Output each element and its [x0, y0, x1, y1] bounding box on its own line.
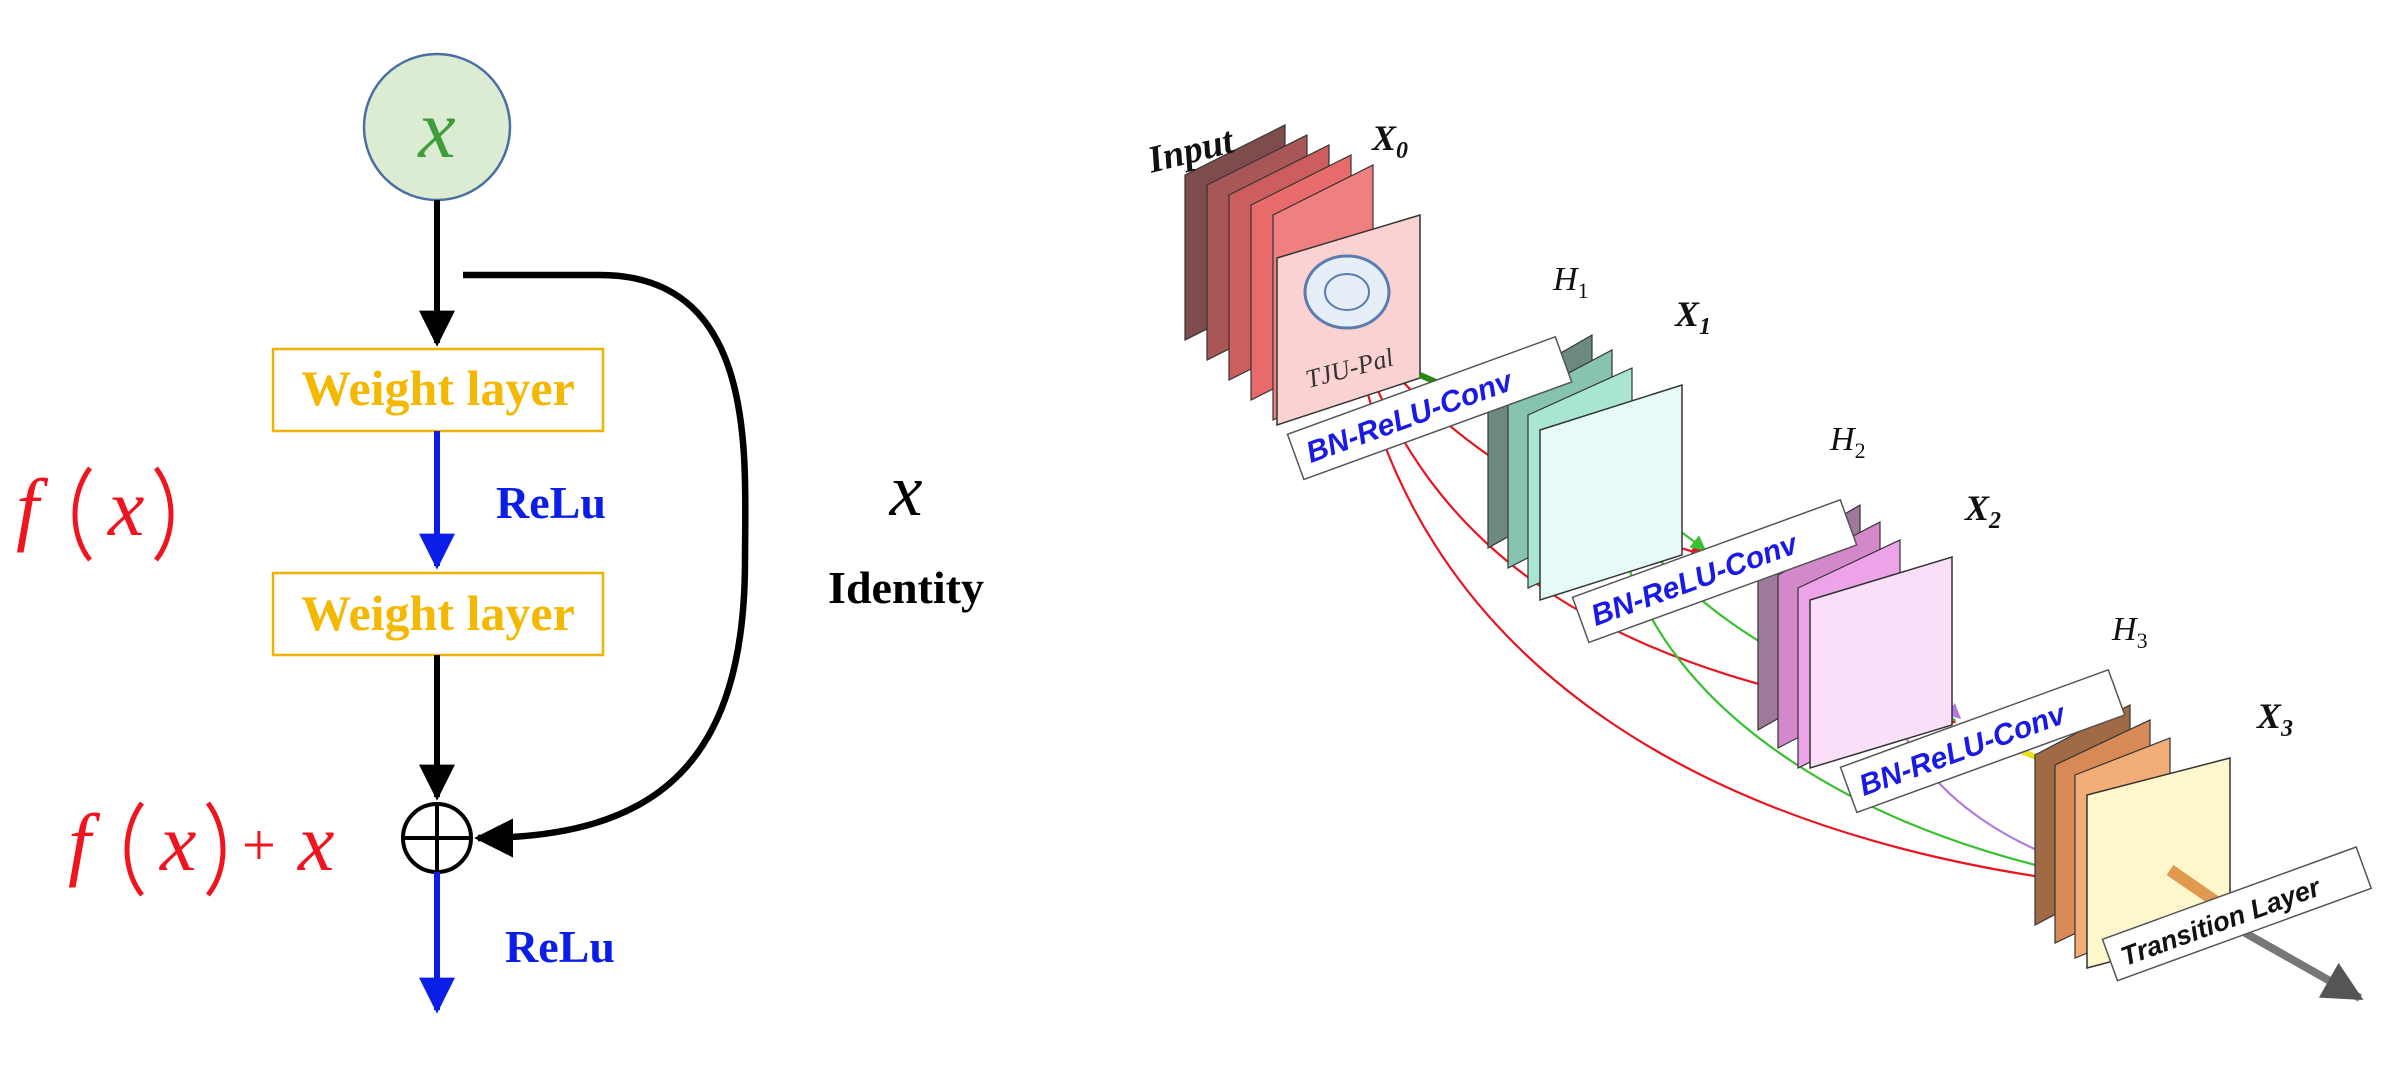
input-symbol: x	[416, 83, 455, 176]
sum-paren-left	[124, 801, 145, 897]
h2-label: H2	[1829, 421, 1866, 463]
relu-mid-label: ReLu	[496, 477, 606, 528]
x2-layer-front	[1809, 555, 1953, 770]
relu-out-label: ReLu	[505, 921, 615, 972]
fx-paren-right	[153, 466, 174, 562]
identity-label: Identity	[828, 562, 984, 613]
h3-label: H3	[2111, 611, 2148, 653]
x1-label: X1	[1674, 294, 1711, 340]
x2-label: X2	[1964, 488, 2001, 534]
h1-label: H1	[1552, 261, 1589, 303]
weight-layer-2-label: Weight layer	[301, 585, 575, 641]
sum-x2: x	[297, 797, 334, 888]
output-arrow	[2238, 926, 2364, 1002]
identity-symbol: x	[889, 450, 923, 532]
x1-layer-front	[1539, 383, 1683, 602]
block-x2	[1757, 503, 1953, 770]
x0-label: X0	[1371, 118, 1408, 164]
transition-label-box	[2101, 846, 2373, 982]
sum-paren-right	[205, 801, 226, 897]
densenet-block: TJU-Pal	[1143, 118, 2373, 1002]
bn-label-1-box	[1286, 335, 1573, 481]
fx-f: f	[16, 462, 49, 553]
sum-f: f	[68, 797, 101, 888]
sum-x: x	[159, 797, 196, 888]
red-link-x0-trans	[1350, 317, 2227, 903]
resnet-block: x Weight layer ReLu Weight layer ReLu x …	[16, 52, 984, 1014]
sum-plus: +	[242, 812, 276, 878]
block-x3	[2034, 704, 2232, 969]
bn-label-3-box	[1839, 668, 2126, 814]
identity-skip-arrow	[463, 271, 749, 858]
seal-icon	[1303, 254, 1391, 330]
weight-layer-1-box	[271, 347, 605, 433]
fx-x: x	[107, 462, 144, 553]
block-x0: TJU-Pal	[1184, 124, 1421, 427]
seal-icon-inner	[1324, 273, 1370, 311]
x3-label: X3	[2256, 696, 2293, 742]
fx-plus-x-formula: f x + x	[68, 797, 334, 897]
fx-paren-left	[72, 466, 93, 562]
fx-formula: f x	[16, 462, 174, 562]
weight-layer-1-label: Weight layer	[301, 360, 575, 416]
bn-label-2-box	[1571, 498, 1858, 644]
